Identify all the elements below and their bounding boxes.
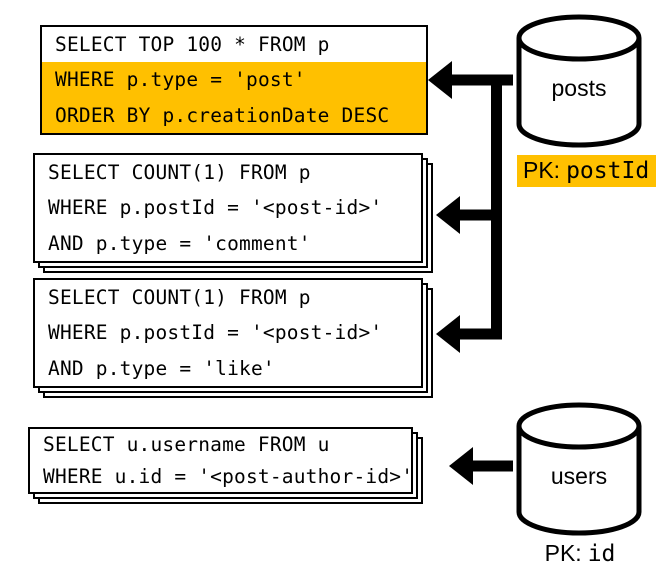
database-cylinder-icon xyxy=(516,14,642,148)
database-cylinder-icon xyxy=(516,402,642,536)
query-box-count-comments: SELECT COUNT(1) FROM p WHERE p.postId = … xyxy=(33,153,433,273)
query-box-face: SELECT u.username FROM u WHERE u.id = '<… xyxy=(28,427,413,494)
query-line: SELECT COUNT(1) FROM p xyxy=(48,286,311,310)
arrowhead-icon xyxy=(436,196,460,234)
query-box-face: SELECT COUNT(1) FROM p WHERE p.postId = … xyxy=(33,153,423,263)
query-box-face: SELECT TOP 100 * FROM p WHERE p.type = '… xyxy=(40,25,428,135)
query-box-count-likes: SELECT COUNT(1) FROM p WHERE p.postId = … xyxy=(33,278,433,398)
query-box-top-posts: SELECT TOP 100 * FROM p WHERE p.type = '… xyxy=(40,25,428,135)
query-line: AND p.type = 'comment' xyxy=(48,231,311,255)
arrowhead-icon xyxy=(436,315,460,353)
pk-field: postId xyxy=(566,158,650,184)
query-box-face: SELECT COUNT(1) FROM p WHERE p.postId = … xyxy=(33,278,423,388)
query-line: WHERE u.id = '<post-author-id>' xyxy=(43,464,414,488)
pk-label-users: PK:id xyxy=(515,540,645,567)
arrowhead-icon xyxy=(428,61,452,99)
pk-prefix: PK: xyxy=(544,540,582,566)
query-line: WHERE p.postId = '<post-id>' xyxy=(48,196,383,220)
database-name: users xyxy=(550,463,608,489)
pk-badge-posts: PK:postId xyxy=(517,155,657,187)
query-box-username: SELECT u.username FROM u WHERE u.id = '<… xyxy=(28,427,423,504)
query-line: WHERE p.postId = '<post-id>' xyxy=(48,321,383,345)
query-line-highlighted: ORDER BY p.creationDate DESC xyxy=(42,97,426,133)
query-line: SELECT TOP 100 * FROM p xyxy=(55,33,330,57)
database-users: users xyxy=(515,401,643,537)
database-name: posts xyxy=(551,75,607,101)
pk-prefix: PK: xyxy=(523,157,561,183)
query-line-highlighted: WHERE p.type = 'post' xyxy=(42,62,426,98)
query-line: SELECT COUNT(1) FROM p xyxy=(48,161,311,185)
query-line: SELECT u.username FROM u xyxy=(43,433,330,457)
arrowhead-icon xyxy=(449,447,473,485)
pk-field: id xyxy=(587,541,616,567)
database-posts: posts xyxy=(515,13,643,149)
query-line: AND p.type = 'like' xyxy=(48,356,275,380)
